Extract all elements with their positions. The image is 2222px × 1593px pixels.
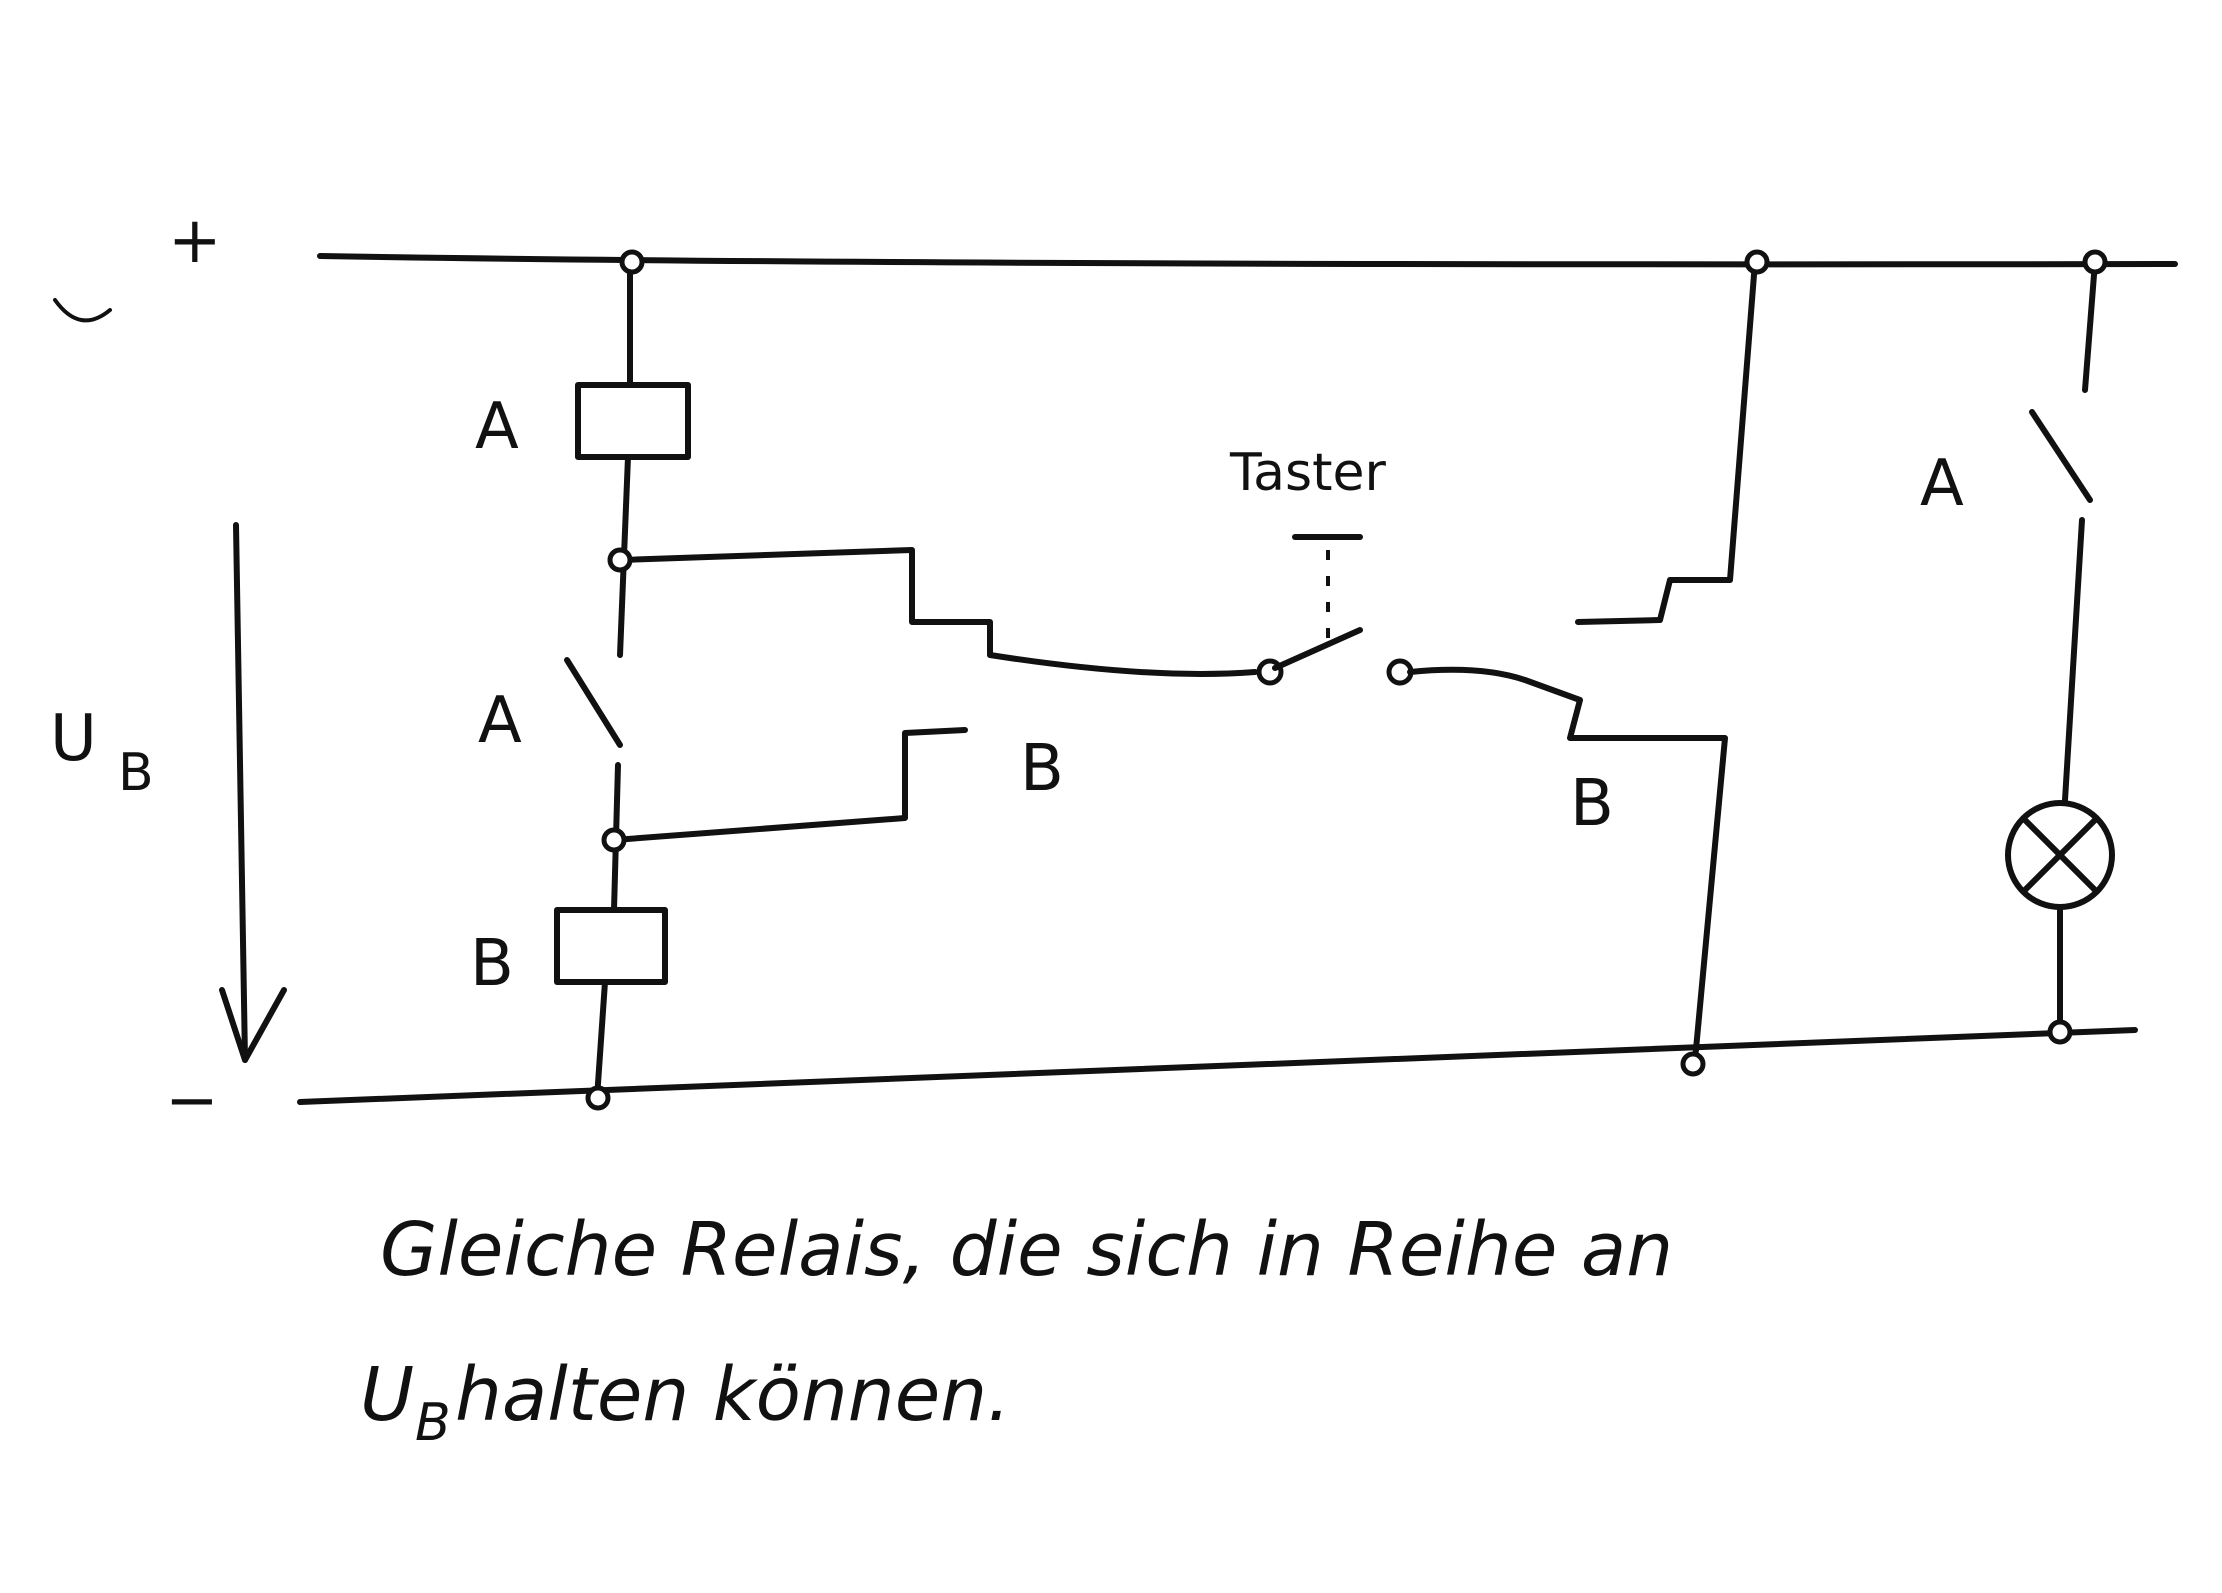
left-branch-bottom <box>594 979 608 1101</box>
relay-b-coil <box>554 907 668 985</box>
voltage-arrowhead <box>219 987 287 1063</box>
node-left-plus <box>619 249 645 275</box>
relay-a-coil <box>575 382 691 460</box>
left-node-wire <box>617 547 1258 677</box>
contact-a-left-label: A <box>478 684 522 758</box>
lamp-branch-mid <box>2062 517 2085 803</box>
pushbutton-label: Taster <box>1229 443 1386 503</box>
lamp-cross <box>2022 817 2098 893</box>
pushbutton-blade <box>1272 627 1363 671</box>
voltage-label-sub: B <box>118 743 154 803</box>
node-left-minus <box>585 1085 611 1111</box>
right-wire-to-contact-b <box>1407 666 1728 1063</box>
note-line-2-prefix: U <box>360 1352 414 1438</box>
paper-mark <box>53 298 112 323</box>
contact-b-left-wire <box>611 727 968 843</box>
note-line-1: Gleiche Relais, die sich in Reihe an <box>380 1207 1673 1293</box>
note-line-2-sub: B <box>415 1393 451 1453</box>
node-left-mid1 <box>607 547 633 573</box>
voltage-arrow <box>233 522 248 1063</box>
note-line-2-rest: halten können. <box>455 1352 1011 1438</box>
minus-rail <box>297 1027 2138 1105</box>
voltage-label: U <box>50 702 97 776</box>
minus-rail-label: − <box>165 1064 219 1138</box>
node-left-mid2 <box>601 827 627 853</box>
contact-a-left <box>564 657 623 748</box>
node-right-minus <box>1680 1051 1706 1077</box>
relay-b-coil-label: B <box>470 927 514 1001</box>
node-lamp-minus <box>2047 1019 2073 1045</box>
plus-rail <box>317 253 2178 268</box>
relay-a-coil-label: A <box>475 390 519 464</box>
contact-b-left-label: B <box>1020 732 1064 806</box>
lamp-branch-top <box>2082 259 2098 393</box>
contact-b-right-label: B <box>1570 767 1614 841</box>
node-right-plus <box>1744 249 1770 275</box>
contact-a-lamp <box>2029 409 2093 503</box>
plus-rail-label: + <box>168 204 222 278</box>
contact-a-lamp-label: A <box>1920 447 1964 521</box>
node-lamp-plus <box>2082 249 2108 275</box>
right-branch-from-plus <box>1575 259 1758 625</box>
